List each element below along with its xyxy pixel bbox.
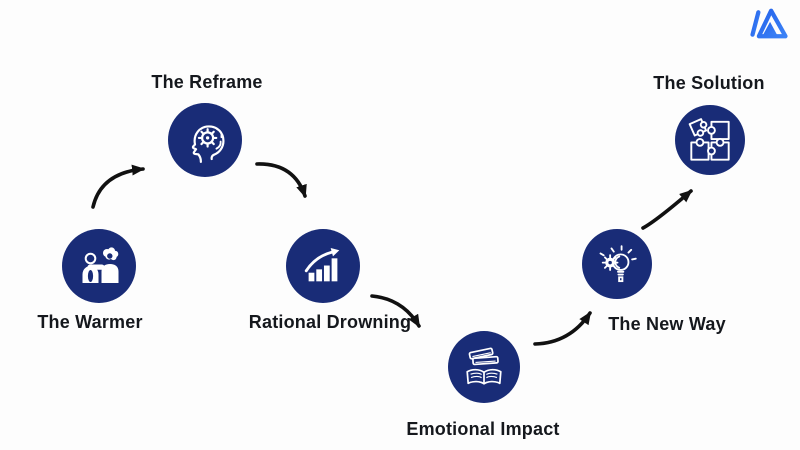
stage-circle-the-solution (675, 105, 745, 175)
stage-circle-emotional-impact (448, 331, 520, 403)
two-people-greeting-icon (82, 247, 119, 283)
stage-circle-the-warmer (62, 229, 136, 303)
stage-label-emotional-impact: Emotional Impact (406, 419, 560, 439)
rising-bar-chart-icon (304, 247, 340, 282)
stage-label-the-new-way: The New Way (608, 314, 726, 334)
stage-circle-the-reframe (168, 103, 242, 177)
arrow-rational-to-emotional (370, 294, 421, 328)
stage-circle-the-new-way (582, 229, 652, 299)
arrow-warmer-to-reframe (91, 164, 145, 209)
logo-left-stroke (750, 10, 761, 37)
arrow-newway-to-solution (641, 189, 693, 230)
stage-label-the-reframe: The Reframe (151, 72, 263, 92)
arrow-emotional-to-newway (533, 311, 592, 346)
books-icon (466, 347, 502, 385)
stage-label-rational-drowning: Rational Drowning (248, 312, 412, 332)
arrow-reframe-to-rational (255, 162, 307, 198)
head-gear-brain-icon (191, 125, 225, 163)
logo-inner-triangle (763, 21, 777, 35)
stage-circle-rational-drowning (286, 229, 360, 303)
puzzle-pieces-icon (688, 118, 730, 161)
lightbulb-gear-icon (599, 245, 637, 283)
mailmodo-logo (749, 7, 789, 41)
stage-label-the-solution: The Solution (653, 73, 765, 93)
logo-big-triangle (756, 8, 788, 39)
stage-label-the-warmer: The Warmer (37, 312, 143, 332)
